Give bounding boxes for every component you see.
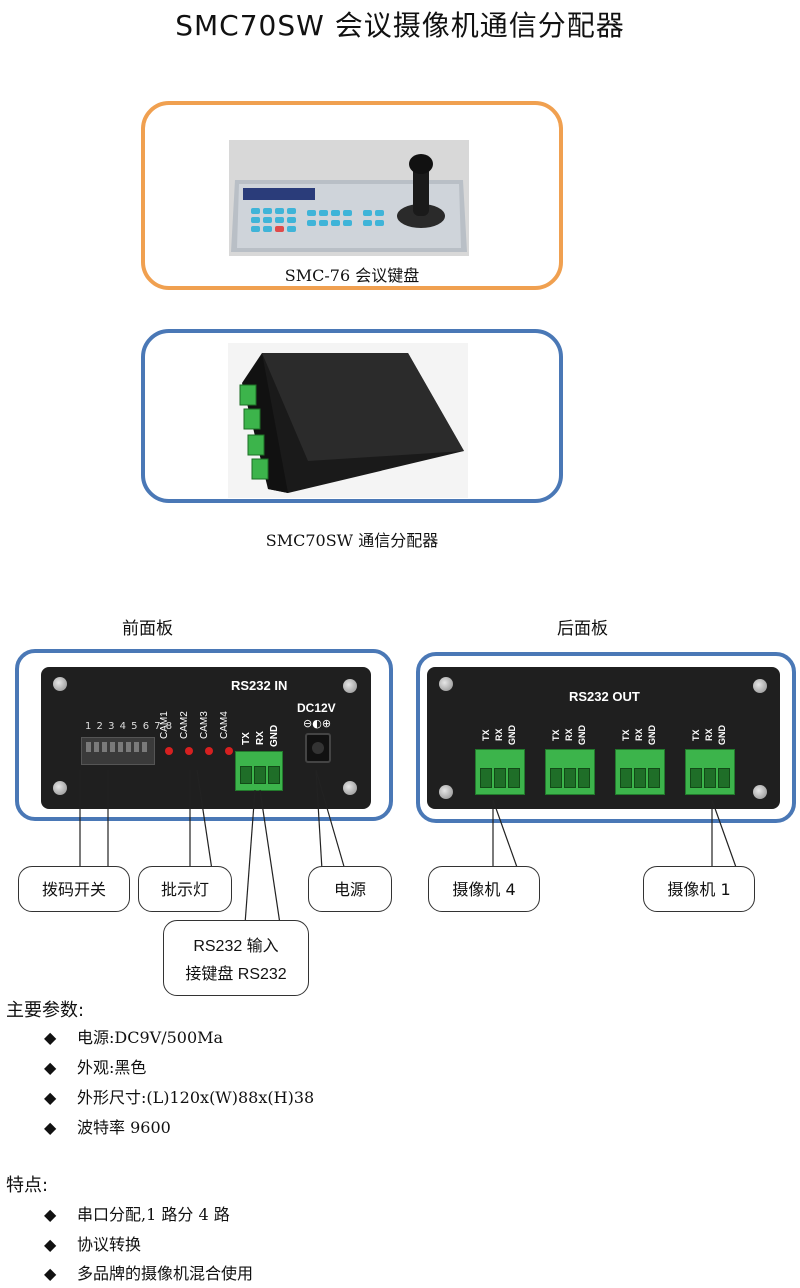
bullet-diamond-icon: ◆ (44, 1118, 57, 1137)
front-panel: RS232 IN 1 2 3 4 5 6 7 8 CAM1 CAM2 CAM3 … (41, 667, 371, 809)
bullet-diamond-icon: ◆ (44, 1235, 57, 1254)
distributor-photo (228, 343, 468, 498)
distributor-frame (141, 329, 563, 503)
callout-leader-lines (79, 769, 738, 925)
keyboard-caption: SMC-76 会议键盘 (284, 266, 420, 285)
params-item: ◆外形尺寸:(L)120x(W)88x(H)38 (44, 1088, 315, 1107)
rs232-in-callout-line1: RS232 输入 (193, 938, 279, 955)
rear-panel-heading: 后面板 (557, 619, 608, 639)
bullet-diamond-icon: ◆ (44, 1028, 57, 1047)
dip-switch-callout: 拨码开关 (18, 866, 130, 912)
dc-jack (305, 733, 331, 763)
bullet-diamond-icon: ◆ (44, 1058, 57, 1077)
features-heading: 特点: (6, 1175, 49, 1196)
distributor-caption: SMC70SW 通信分配器 (265, 531, 439, 550)
front-panel-heading: 前面板 (122, 619, 173, 639)
keyboard-photo (229, 140, 469, 256)
rs232-out-label: RS232 OUT (569, 689, 640, 704)
rs232-in-terminal (235, 751, 283, 791)
power-callout: 电源 (308, 866, 392, 912)
cam1-led (165, 747, 173, 755)
screw-icon (343, 781, 357, 795)
params-item: ◆电源:DC9V/500Ma (44, 1028, 224, 1047)
bullet-diamond-icon: ◆ (44, 1205, 57, 1224)
screw-icon (53, 781, 67, 795)
camera2-port: TX RX GND (615, 719, 667, 803)
rear-panel-frame (416, 652, 796, 823)
polarity-icon: ⊖◐⊕ (303, 717, 332, 730)
cam2-led (185, 747, 193, 755)
camera4-callout: 摄像机 4 (428, 866, 540, 912)
camera4-port: TX RX GND (475, 719, 527, 803)
features-item: ◆串口分配,1 路分 4 路 (44, 1205, 230, 1224)
params-item: ◆外观:黑色 (44, 1058, 147, 1077)
dip-switch-numbers: 1 2 3 4 5 6 7 8 (85, 721, 174, 732)
camera1-callout: 摄像机 1 (643, 866, 755, 912)
dip-switch (81, 737, 155, 765)
params-heading: 主要参数: (6, 1000, 85, 1021)
rear-panel: RS232 OUT TX RX GND TX RX GND TX RX GND (427, 667, 780, 809)
screw-icon (439, 785, 453, 799)
features-item: ◆多品牌的摄像机混合使用 (44, 1264, 254, 1283)
rs232-in-callout-line2: 接键盘 RS232 (185, 966, 287, 983)
indicator-callout: 批示灯 (138, 866, 232, 912)
screw-icon (343, 679, 357, 693)
screw-icon (439, 677, 453, 691)
page-title: SMC70SW 会议摄像机通信分配器 (175, 9, 625, 42)
keyboard-frame (141, 101, 563, 290)
rs232-in-callout: RS232 输入 接键盘 RS232 (163, 920, 309, 996)
features-item: ◆协议转换 (44, 1235, 142, 1254)
screw-icon (53, 677, 67, 691)
params-item: ◆波特率 9600 (44, 1118, 171, 1137)
bullet-diamond-icon: ◆ (44, 1264, 57, 1283)
cam4-led (225, 747, 233, 755)
screw-icon (753, 679, 767, 693)
cam3-led (205, 747, 213, 755)
screw-icon (753, 785, 767, 799)
camera3-port: TX RX GND (545, 719, 597, 803)
dc12v-label: DC12V (297, 701, 336, 715)
camera1-port: TX RX GND (685, 719, 737, 803)
rs232-in-label: RS232 IN (231, 678, 288, 693)
bullet-diamond-icon: ◆ (44, 1088, 57, 1107)
